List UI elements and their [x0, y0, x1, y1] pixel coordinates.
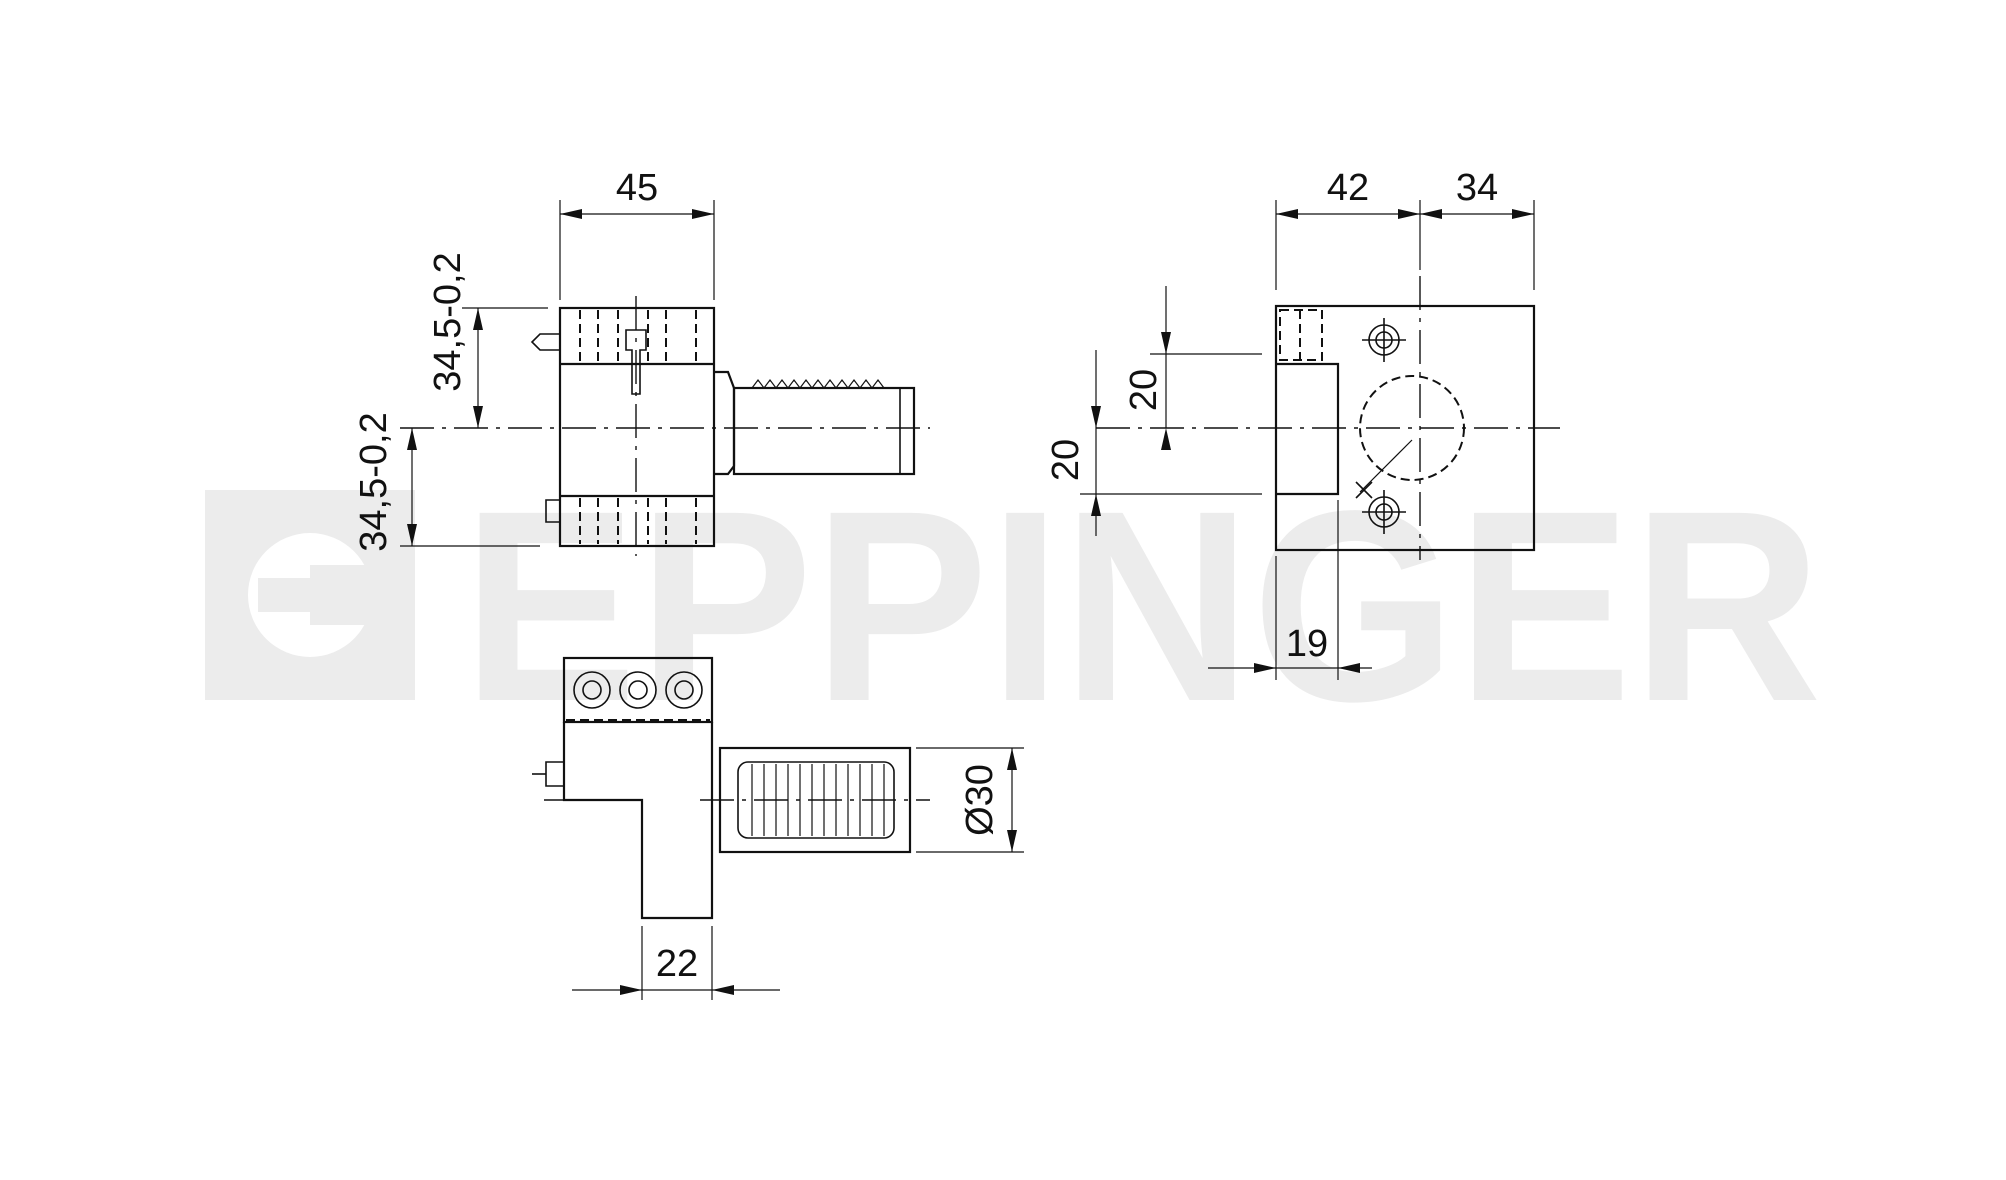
dim-front-width: 45	[616, 167, 658, 209]
dim-side-upper-height: 20	[1123, 369, 1165, 411]
dim-front-upper-height: 34,5-0,2	[427, 252, 469, 391]
dim-top-clamp-width: 22	[656, 943, 698, 985]
dim-front-lower-height: 34,5-0,2	[353, 412, 395, 551]
dim-side-lower-height: 20	[1045, 439, 1087, 481]
side-view: 42 34 20 20 19	[1045, 167, 1560, 680]
dim-side-slot-width: 19	[1286, 623, 1328, 665]
front-view: 45 34,5-0,2 34,5-0,2	[353, 167, 930, 556]
dim-side-right-width: 34	[1456, 167, 1498, 209]
dim-side-left-width: 42	[1327, 167, 1369, 209]
dim-top-shank-diameter: Ø30	[959, 764, 1001, 836]
brand-logo-icon	[205, 490, 415, 700]
top-view: Ø30 22	[532, 656, 1024, 1000]
brand-watermark: EPPINGER	[205, 454, 1822, 758]
